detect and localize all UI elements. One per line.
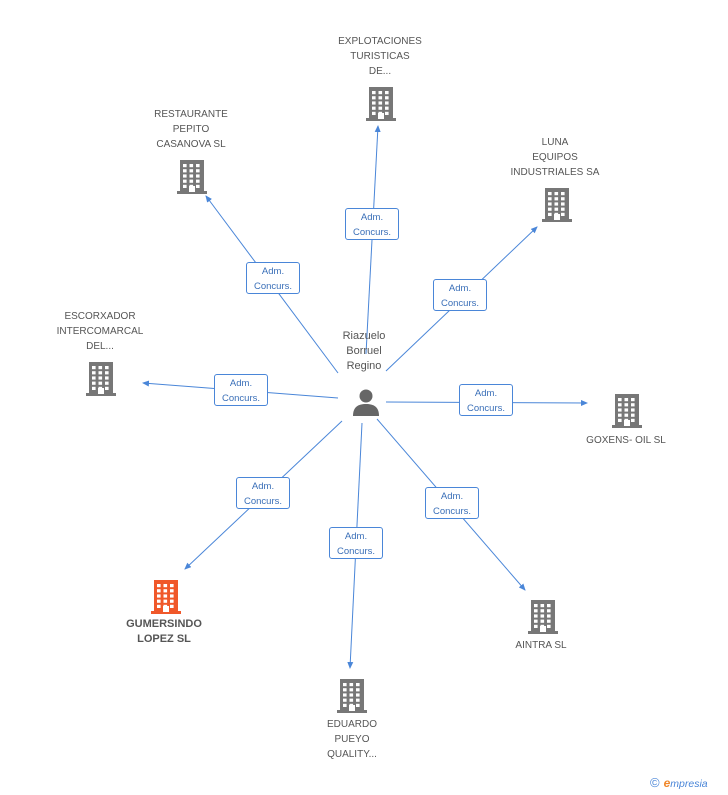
edge-label-eduardo[interactable]: Adm. Concurs.: [329, 527, 383, 559]
edge-label-line: Adm.: [360, 212, 384, 223]
company-name-line: EXPLOTACIONES: [338, 36, 422, 47]
building-icon[interactable]: [149, 578, 183, 614]
building-icon[interactable]: [335, 677, 369, 713]
center-person-name: Riazuelo Borruel Regino: [325, 329, 403, 374]
edge-label-line: Concurs.: [432, 506, 471, 517]
company-name-line: LOPEZ SL: [137, 633, 191, 645]
edge-label-luna[interactable]: Adm. Concurs.: [433, 279, 487, 311]
company-name-line: GOXENS- OIL SL: [586, 435, 666, 446]
center-name-line: Riazuelo: [342, 330, 386, 342]
company-name-line: AINTRA SL: [515, 640, 567, 651]
center-name-line: Regino: [346, 360, 382, 372]
edge-label-line: Adm.: [344, 531, 368, 542]
edge-to-explotaciones: [365, 125, 381, 355]
company-name-escorxador[interactable]: ESCORXADOR INTERCOMARCAL DEL...: [35, 309, 165, 354]
edge-label-line: Concurs.: [243, 496, 282, 507]
building-icon[interactable]: [175, 158, 209, 194]
company-name-explotaciones[interactable]: EXPLOTACIONES TURISTICAS DE...: [315, 34, 445, 79]
edge-label-explotaciones[interactable]: Adm. Concurs.: [345, 208, 399, 240]
company-name-line: DEL...: [86, 341, 114, 352]
edge-label-line: Concurs.: [352, 227, 391, 238]
edge-label-line: Adm.: [251, 481, 275, 492]
building-icon[interactable]: [526, 598, 560, 634]
company-name-gumersindo[interactable]: GUMERSINDO LOPEZ SL: [99, 617, 229, 647]
building-icon[interactable]: [610, 392, 644, 428]
edge-label-line: Adm.: [261, 266, 285, 277]
center-name-line: Borruel: [346, 345, 382, 357]
company-name-line: GUMERSINDO: [126, 618, 202, 630]
company-name-line: ESCORXADOR: [64, 311, 136, 322]
brand-logo-text: mpresia: [670, 778, 708, 790]
edge-label-line: Concurs.: [440, 298, 479, 309]
edge-label-line: Adm.: [448, 283, 472, 294]
building-icon[interactable]: [84, 360, 118, 396]
company-name-goxens[interactable]: GOXENS- OIL SL: [561, 433, 691, 448]
company-name-restaurante[interactable]: RESTAURANTE PEPITO CASANOVA SL: [126, 107, 256, 152]
company-name-eduardo[interactable]: EDUARDO PUEYO QUALITY...: [287, 717, 417, 762]
edge-label-gumersindo[interactable]: Adm. Concurs.: [236, 477, 290, 509]
company-name-line: TURISTICAS: [350, 51, 410, 62]
company-name-line: INTERCOMARCAL: [56, 326, 144, 337]
company-name-line: EDUARDO: [326, 719, 377, 730]
brand-logo-initial: e: [663, 776, 671, 790]
edge-label-line: Concurs.: [336, 546, 375, 557]
footer-brand[interactable]: ©empresia: [650, 775, 728, 793]
company-name-luna[interactable]: LUNA EQUIPOS INDUSTRIALES SA: [490, 135, 620, 180]
edge-label-line: Adm.: [229, 378, 253, 389]
edge-label-line: Concurs.: [253, 281, 292, 292]
building-icon[interactable]: [364, 85, 398, 121]
company-name-line: CASANOVA SL: [156, 139, 226, 150]
company-name-aintra[interactable]: AINTRA SL: [476, 638, 606, 653]
company-name-line: LUNA: [541, 137, 569, 148]
copyright-icon: ©: [650, 775, 660, 790]
edge-label-line: Adm.: [474, 388, 498, 399]
company-name-line: RESTAURANTE: [154, 109, 228, 120]
company-name-line: QUALITY...: [327, 749, 377, 760]
company-name-line: PUEYO: [334, 734, 370, 745]
edge-label-escorxador[interactable]: Adm. Concurs.: [214, 374, 268, 406]
company-name-line: DE...: [368, 66, 392, 77]
edge-label-aintra[interactable]: Adm. Concurs.: [425, 487, 479, 519]
person-icon[interactable]: [350, 386, 382, 418]
company-name-line: INDUSTRIALES SA: [510, 167, 600, 178]
edge-label-line: Adm.: [440, 491, 464, 502]
edge-label-restaurante[interactable]: Adm. Concurs.: [246, 262, 300, 294]
edge-label-goxens[interactable]: Adm. Concurs.: [459, 384, 513, 416]
edge-label-line: Concurs.: [221, 393, 260, 404]
building-icon[interactable]: [540, 186, 574, 222]
edge-label-line: Concurs.: [466, 403, 505, 414]
company-name-line: EQUIPOS: [532, 152, 578, 163]
company-name-line: PEPITO: [172, 124, 210, 135]
